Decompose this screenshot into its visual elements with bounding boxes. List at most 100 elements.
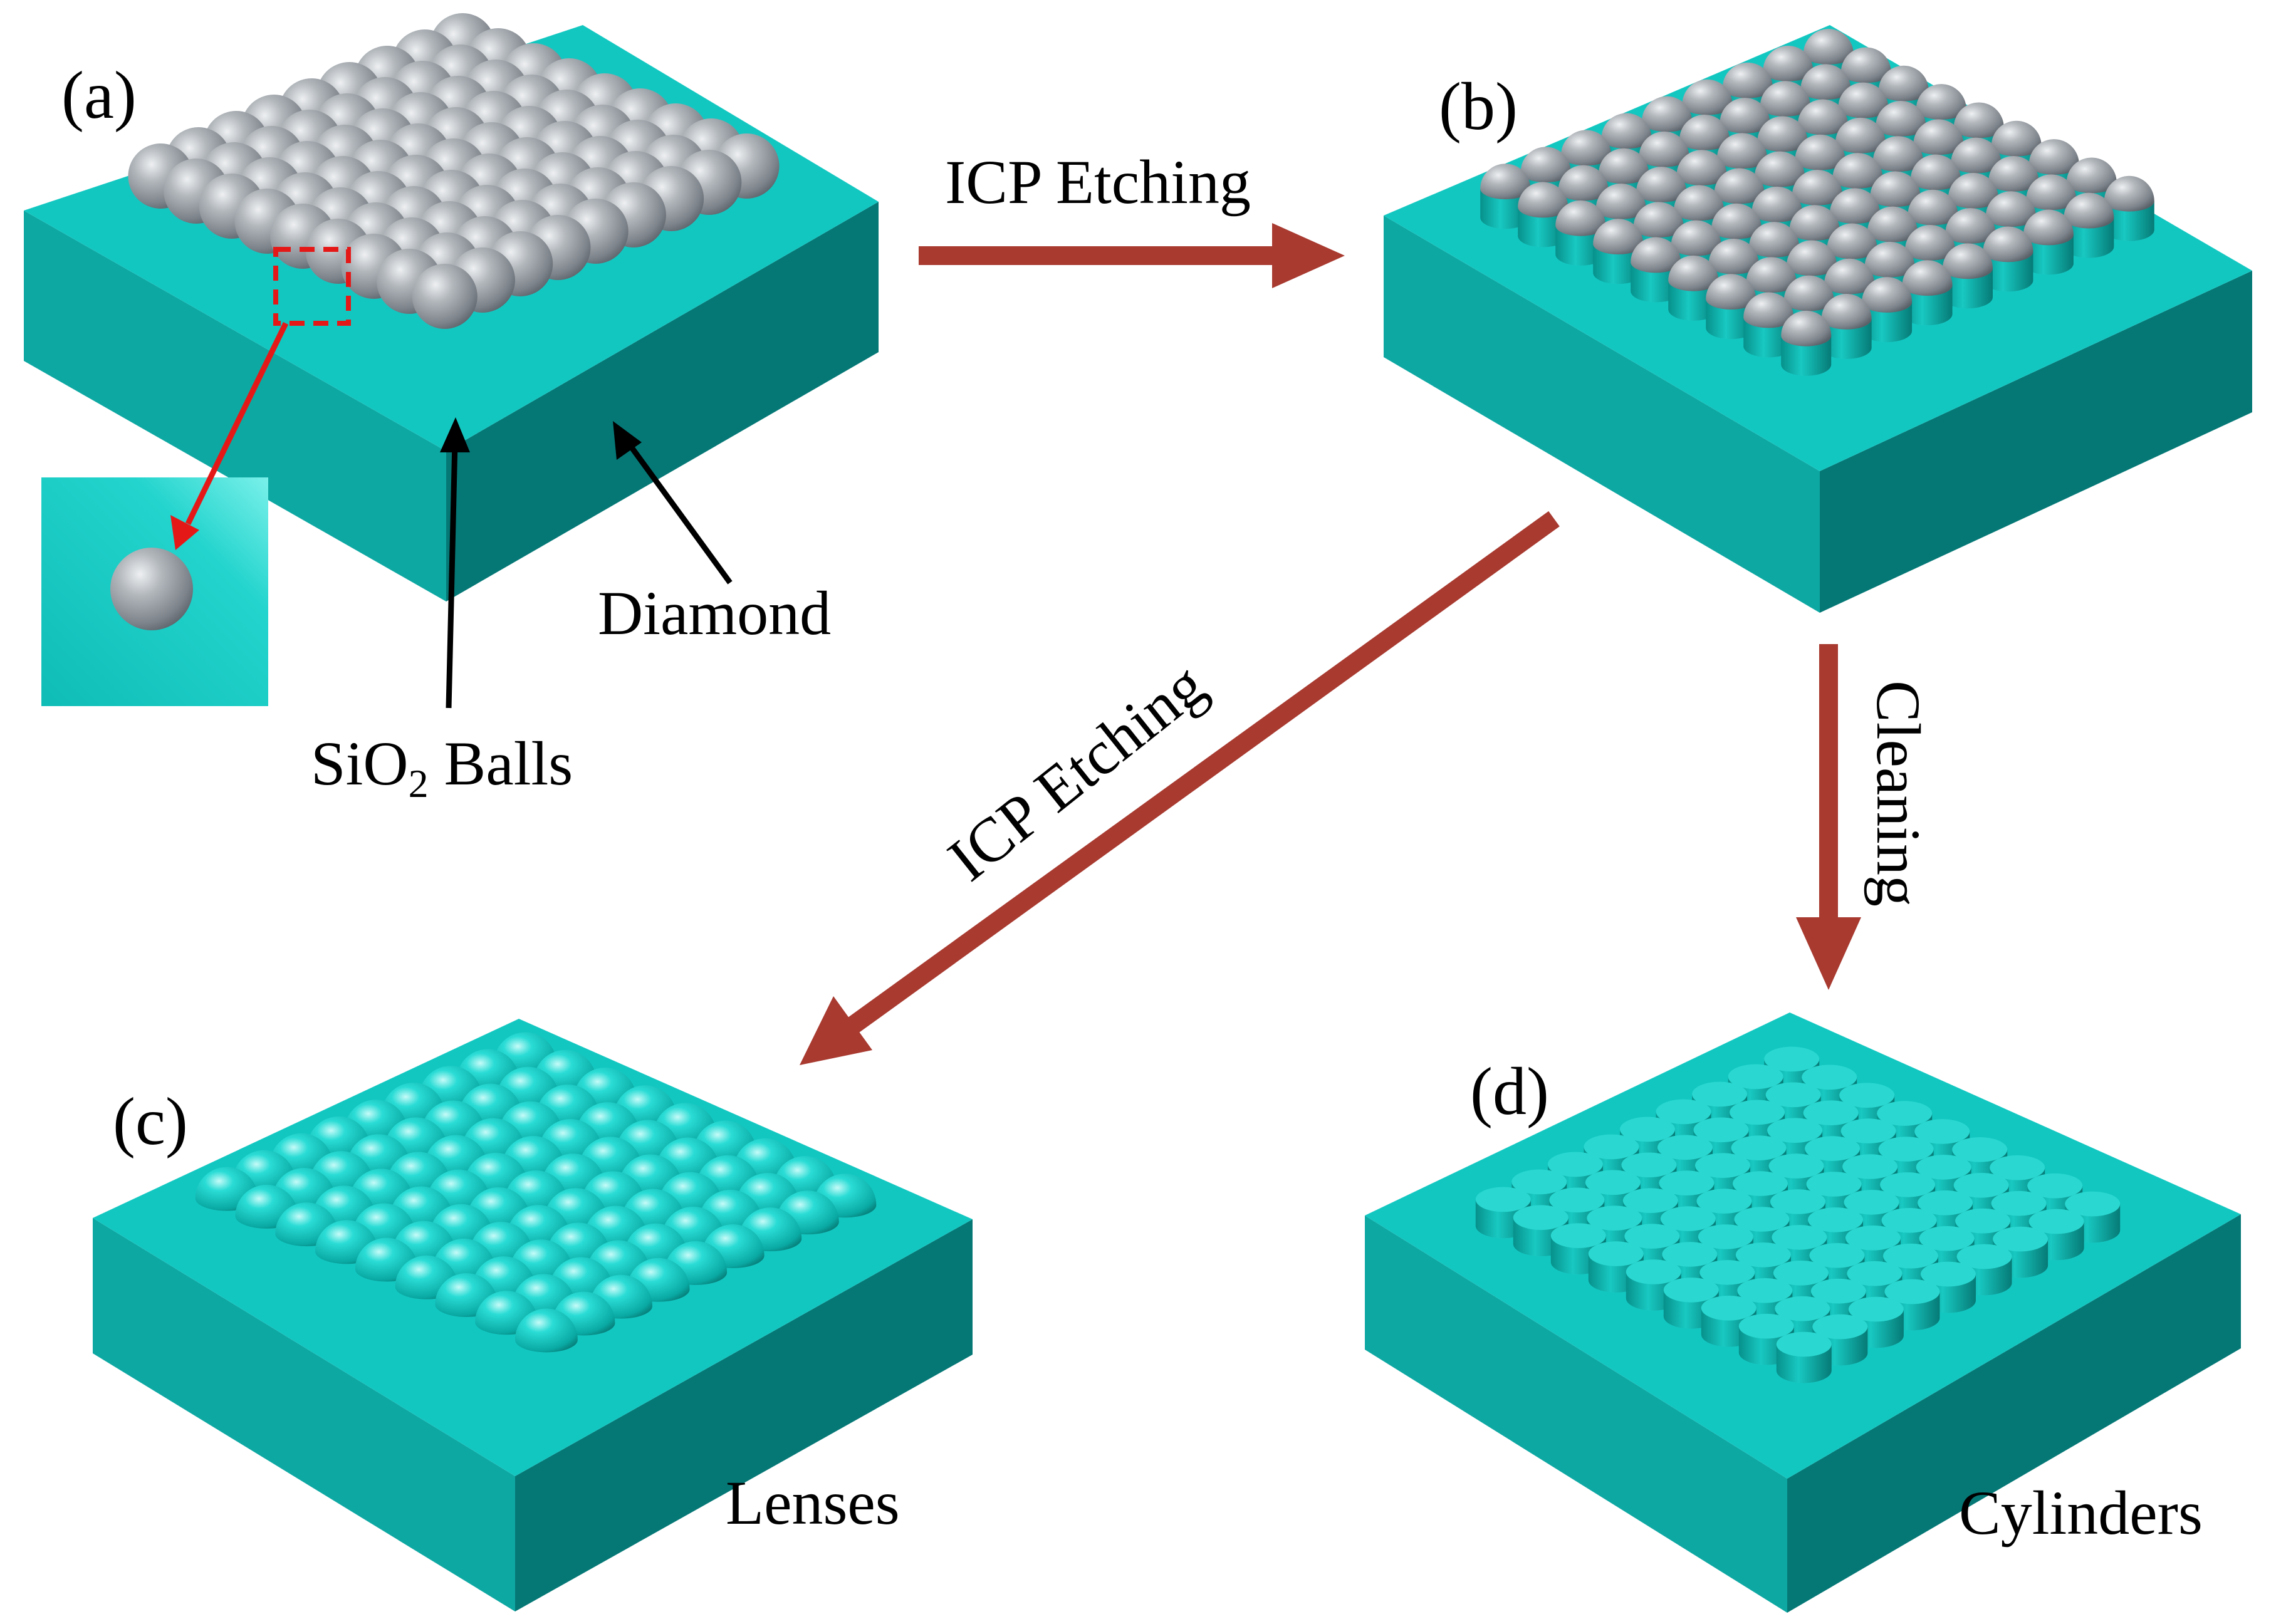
pillar-body (2104, 200, 2154, 241)
substrate-right-face (446, 202, 879, 601)
cylinder-top (1953, 1172, 2009, 1198)
pillar-cap (1671, 220, 1721, 256)
process-arrow-b-to-c (800, 511, 1560, 1065)
pillar-body (1862, 302, 1913, 343)
cylinder-top (1773, 1260, 1829, 1286)
pillar-cap (1633, 202, 1684, 238)
cylinder-top (1805, 1136, 1861, 1161)
cylinder-top (1656, 1099, 1711, 1125)
pillar-body (1983, 251, 2033, 292)
cylinder-top (1840, 1118, 1896, 1143)
pillar-cap (1943, 243, 1993, 279)
pillar-cap (1951, 137, 2002, 174)
pillar-cap (1902, 260, 1953, 296)
panel-c-caption: Lenses (726, 1468, 900, 1538)
pillar-cap (1838, 82, 1889, 118)
pillar-cap (1948, 172, 1998, 209)
panel-a-label: (a) (61, 58, 137, 133)
pillar-cap (1983, 226, 2033, 263)
panel-b-label: (b) (1439, 70, 1518, 144)
pillar-cap (1945, 208, 1996, 244)
cylinder-top (1991, 1190, 2047, 1216)
cylinder-top (1802, 1064, 1857, 1090)
cylinder-top (1738, 1313, 1794, 1339)
panel-d-label: (d) (1470, 1054, 1549, 1129)
pillar-cap (1797, 99, 1848, 135)
pillar-cap (1674, 185, 1725, 221)
pillar-cap (2104, 175, 2154, 212)
cylinder-top (1878, 1137, 1934, 1162)
cylinder-top (1692, 1081, 1748, 1107)
pillar-cap (2066, 157, 2117, 194)
cylinder-top (1701, 1295, 1756, 1321)
pillar-body (1821, 319, 1872, 359)
pillar-cap (1520, 147, 1571, 183)
sio2-subscript: 2 (409, 761, 429, 806)
pillar-cap (1676, 150, 1727, 186)
cylinder-top (1844, 1190, 1899, 1215)
cylinder-top (1737, 1278, 1793, 1303)
pillar-cap (1787, 240, 1837, 276)
pillar-cap (1803, 29, 1854, 65)
cylinder-top (1659, 1170, 1715, 1196)
pillar-cap (1872, 136, 1923, 172)
cylinder-top (1765, 1082, 1821, 1108)
pillar-cap (1832, 153, 1883, 189)
pillar-cap (1682, 79, 1733, 115)
cylinder-top (2065, 1191, 2121, 1217)
pillar-cap (1599, 148, 1649, 184)
cylinder-top (1511, 1169, 1567, 1195)
pillar-cap (1642, 96, 1692, 132)
pillar-cap (1864, 241, 1915, 278)
cylinder-top (1735, 1242, 1791, 1267)
cylinder-top (1812, 1314, 1868, 1340)
sio2-ball-array (128, 13, 780, 329)
cylinder-top (1621, 1152, 1677, 1178)
cylinder-top (1921, 1261, 1976, 1287)
pillar-cap (1720, 98, 1770, 133)
cylinder-top (1952, 1137, 2008, 1162)
pillar-cap (2026, 174, 2077, 211)
pillar-cap (1910, 154, 1961, 190)
pillar-cap (1714, 168, 1765, 204)
pillar-cap (1711, 203, 1762, 239)
cylinder-top (1693, 1117, 1749, 1143)
cylinder-top (1842, 1154, 1898, 1179)
pillar-cap (1905, 225, 1955, 261)
cylinder-top (1660, 1206, 1716, 1231)
panel-c-label: (c) (113, 1085, 188, 1159)
pillar-body (2023, 234, 2074, 275)
step-label-a-to-b: ICP Etching (945, 147, 1251, 217)
lens-array (195, 1032, 877, 1353)
step-label-b-to-d: Cleaning (1864, 680, 1933, 907)
cylinder-top (1880, 1172, 1936, 1197)
cylinder-array (1475, 1046, 2121, 1383)
pillar-cap (1755, 151, 1805, 187)
cylinder-top (1916, 1155, 1971, 1180)
pillar-cap (1876, 101, 1926, 137)
cylinder-top (1845, 1225, 1901, 1251)
pillar-cap (1601, 113, 1652, 149)
cylinder-top (1775, 1296, 1830, 1321)
cylinder-top (1662, 1242, 1718, 1267)
pillar-cap (1480, 164, 1531, 200)
cylinder-top (1584, 1134, 1639, 1160)
pillar-cap (1706, 274, 1756, 310)
capped-pillar-array (1480, 29, 2154, 376)
pillar-cap (1840, 47, 1891, 83)
pillar-cap (1763, 46, 1814, 81)
cylinder-top (1588, 1241, 1644, 1266)
pillar-cap (1792, 170, 1842, 206)
cylinder-top (1772, 1225, 1827, 1250)
sio2-suffix: Balls (429, 729, 573, 798)
pillar-cap (1867, 206, 1918, 242)
cylinder-top (1809, 1242, 1865, 1268)
pillar-cap (1800, 64, 1851, 100)
pillar-cap (1636, 167, 1687, 202)
pillar-cap (1743, 292, 1794, 328)
pillar-cap (1751, 186, 1802, 222)
pillar-cap (1722, 62, 1773, 98)
panel-d-caption: Cylinders (1959, 1478, 2203, 1548)
pillar-cap (1835, 117, 1886, 154)
pillar-cap (1668, 255, 1719, 291)
